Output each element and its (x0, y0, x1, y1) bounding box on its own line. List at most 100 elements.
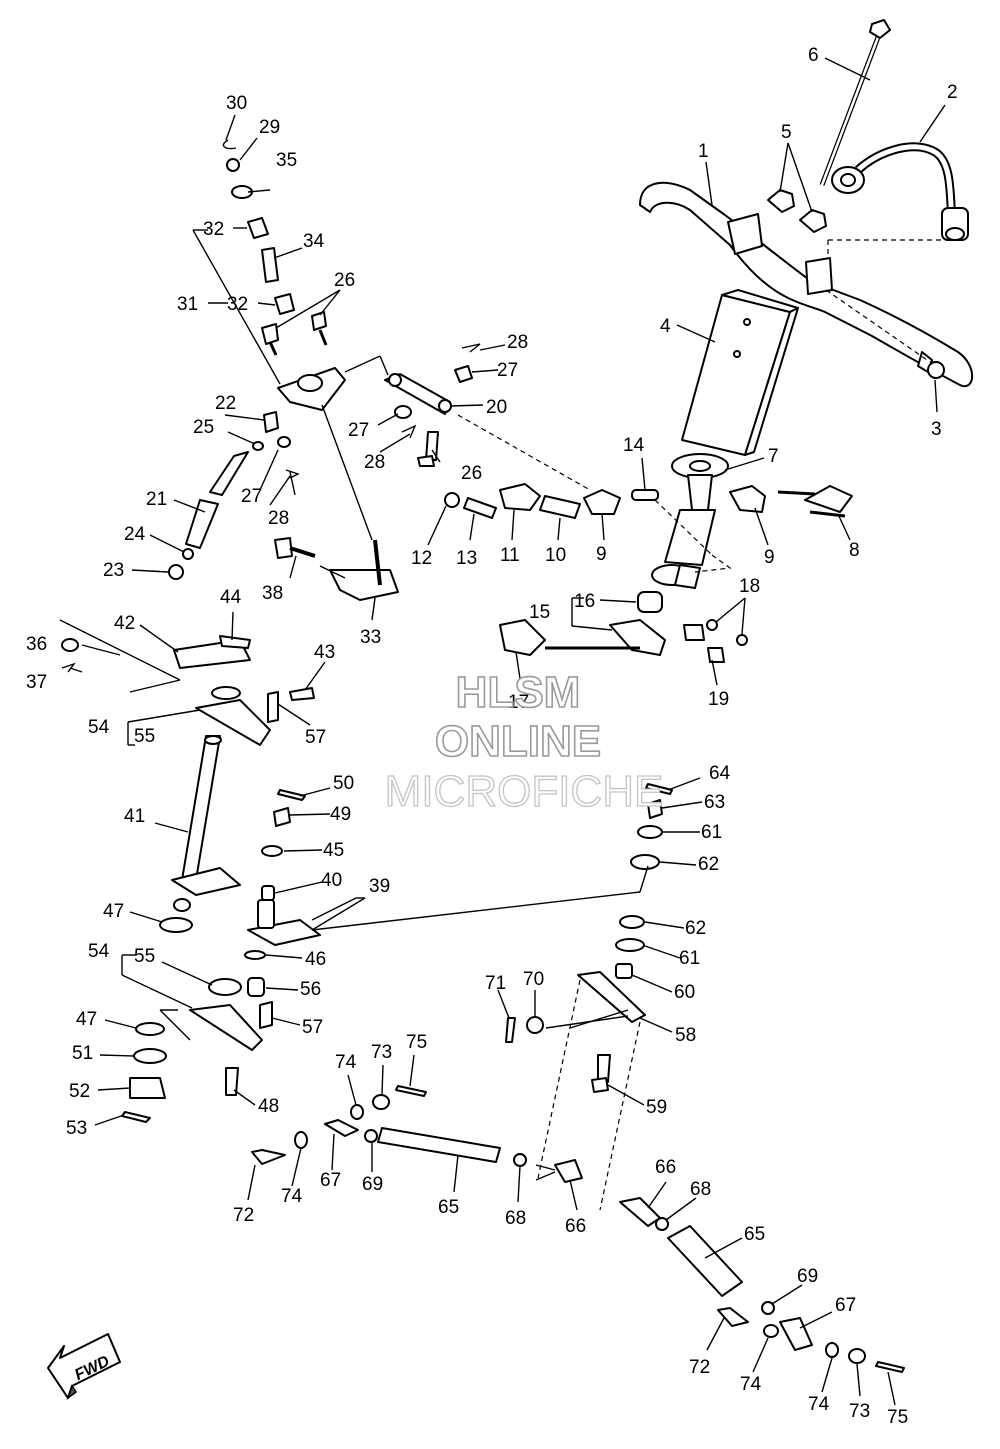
callout-55b: 55 (134, 946, 155, 967)
callout-75a: 75 (406, 1032, 427, 1053)
callout-28b: 28 (364, 452, 385, 473)
callout-55a: 55 (134, 726, 155, 747)
callout-65b: 65 (744, 1224, 765, 1245)
callout-25: 25 (193, 417, 214, 438)
assembly-lines (59, 239, 958, 1211)
callout-20: 20 (486, 397, 507, 418)
callout-56: 56 (300, 979, 321, 1000)
part-steering-column (651, 453, 729, 589)
callout-1: 1 (698, 141, 709, 162)
part-steering-shaft (61, 635, 315, 1123)
callout-32b: 32 (227, 294, 248, 315)
callout-68a: 68 (505, 1208, 526, 1229)
callout-10: 10 (545, 545, 566, 566)
callout-4: 4 (660, 316, 671, 337)
leader-lines (61, 57, 946, 1406)
part-column-cover (681, 289, 799, 456)
part-handlebar (639, 182, 974, 388)
callout-72a: 72 (233, 1205, 254, 1226)
callout-57b: 57 (302, 1017, 323, 1038)
callout-41: 41 (124, 806, 145, 827)
callout-29: 29 (259, 117, 280, 138)
callout-75b: 75 (887, 1407, 908, 1428)
callout-48: 48 (258, 1096, 279, 1117)
callout-66b: 66 (655, 1157, 676, 1178)
part-long-bolt-6 (819, 19, 891, 186)
part-arm-20 (384, 365, 473, 467)
callout-69b: 69 (797, 1266, 818, 1287)
part-tie-rods (251, 1085, 905, 1373)
callout-63: 63 (704, 792, 725, 813)
part-bearing-9 (583, 485, 766, 515)
callout-24: 24 (124, 524, 146, 545)
part-links (444, 483, 581, 519)
part-bracket-33 (274, 537, 399, 601)
callout-54a: 54 (88, 717, 110, 738)
callout-9a: 9 (596, 544, 607, 565)
callout-3: 3 (931, 419, 942, 440)
fwd-arrow-icon: FWD (47, 1333, 121, 1401)
watermark-line-3: MICROFICHE (385, 767, 664, 816)
callout-67b: 67 (835, 1295, 856, 1316)
callout-2: 2 (947, 82, 958, 103)
part-pitman-arm (244, 789, 321, 997)
watermark: HLSM ONLINE MICROFICHE (384, 667, 664, 816)
callout-58: 58 (675, 1025, 696, 1046)
callout-45: 45 (323, 840, 344, 861)
callout-74c: 74 (740, 1374, 762, 1395)
part-bracket-15 (499, 591, 748, 663)
callout-74d: 74 (808, 1394, 830, 1415)
callout-35: 35 (276, 150, 297, 171)
callout-71: 71 (485, 973, 506, 994)
callout-26a: 26 (334, 270, 355, 291)
callout-33: 33 (360, 627, 381, 648)
callout-61a: 61 (701, 822, 722, 843)
callout-73b: 73 (849, 1401, 870, 1422)
callout-27a: 27 (497, 360, 518, 381)
callout-12: 12 (411, 548, 432, 569)
callout-32a: 32 (203, 219, 224, 240)
callout-31: 31 (177, 294, 198, 315)
callout-28c: 28 (268, 508, 289, 529)
callout-19: 19 (708, 689, 729, 710)
callout-14: 14 (623, 435, 645, 456)
callout-26b: 26 (461, 463, 482, 484)
part-bolt-3 (917, 351, 945, 379)
callout-65a: 65 (438, 1197, 459, 1218)
callout-37: 37 (26, 672, 47, 693)
callout-43: 43 (314, 642, 335, 663)
callout-11: 11 (500, 545, 520, 566)
callout-40: 40 (321, 870, 342, 891)
callout-5: 5 (781, 122, 792, 143)
callout-49: 49 (330, 804, 351, 825)
callout-27b: 27 (348, 420, 369, 441)
watermark-line-2: ONLINE (435, 717, 601, 766)
callout-50: 50 (333, 773, 354, 794)
callout-8: 8 (849, 540, 860, 561)
callout-59: 59 (646, 1097, 667, 1118)
callout-7: 7 (768, 446, 779, 467)
callout-72b: 72 (689, 1357, 710, 1378)
part-idler-arm (505, 783, 673, 1093)
callout-51: 51 (72, 1043, 93, 1064)
part-cable (831, 142, 969, 241)
callout-47b: 47 (76, 1009, 97, 1030)
callout-30: 30 (226, 93, 247, 114)
callout-16: 16 (574, 591, 595, 612)
callout-38: 38 (262, 583, 283, 604)
callout-70: 70 (523, 969, 544, 990)
part-lever-8 (777, 485, 853, 518)
part-pin-14 (631, 489, 659, 501)
callout-47a: 47 (103, 901, 124, 922)
callout-36: 36 (26, 634, 47, 655)
callout-39: 39 (369, 876, 390, 897)
callout-74a: 74 (335, 1052, 357, 1073)
callout-62b: 62 (685, 918, 706, 939)
parts-layer (61, 19, 974, 1373)
callout-69a: 69 (362, 1174, 383, 1195)
callout-23: 23 (103, 560, 124, 581)
callout-62a: 62 (698, 854, 719, 875)
callout-22: 22 (215, 393, 236, 414)
callout-52: 52 (69, 1081, 90, 1102)
